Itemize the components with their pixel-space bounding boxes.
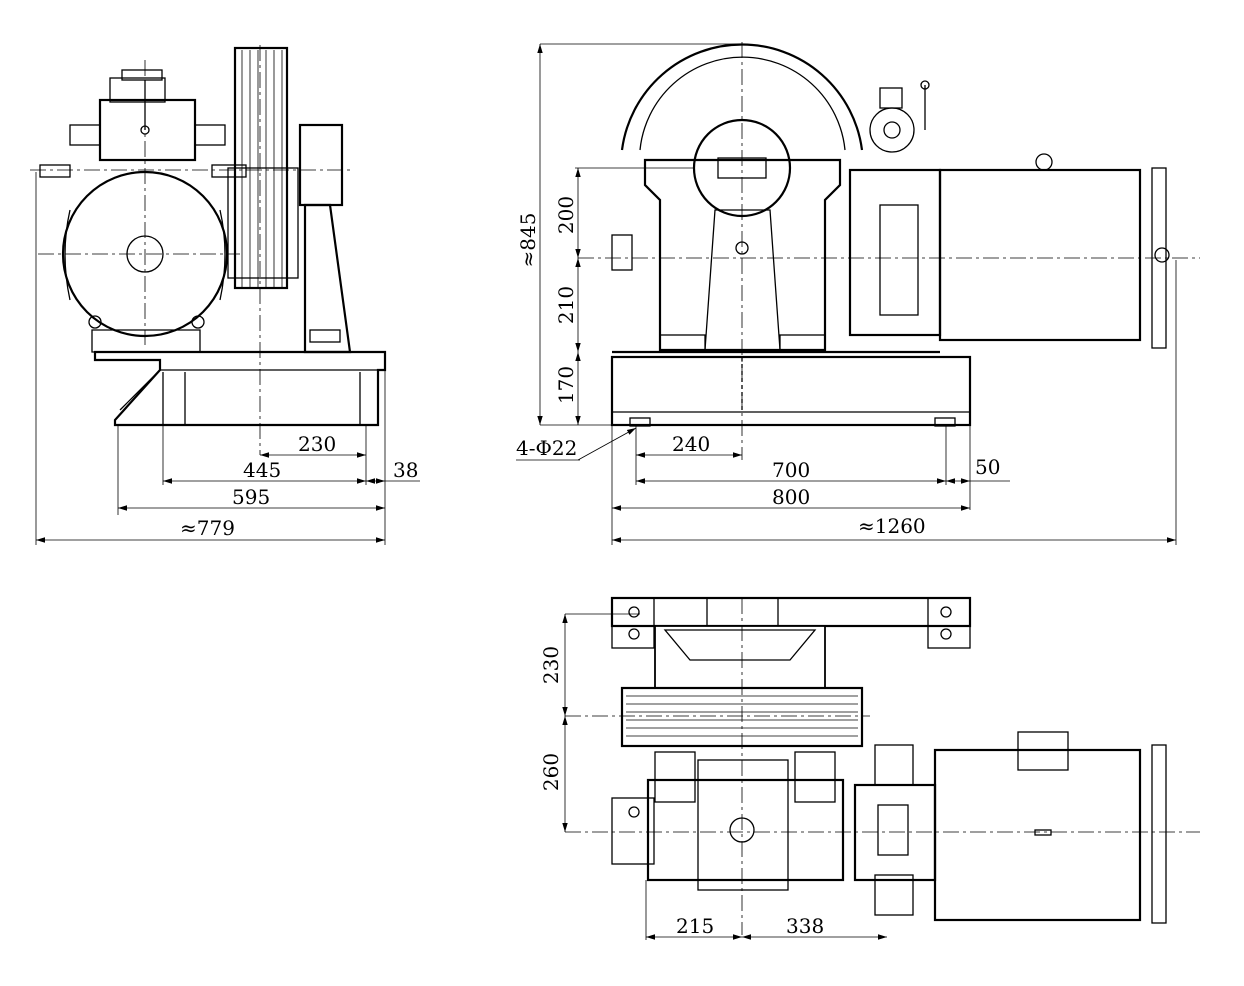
top-gearbox — [646, 751, 845, 891]
front-housing — [611, 43, 940, 354]
front-base — [610, 355, 972, 427]
side-dim-445: 445 — [243, 458, 281, 482]
top-dim-230: 230 — [539, 646, 563, 684]
front-view: ≈845 200 210 170 4-Φ22 240 700 50 800 ≈1… — [516, 42, 1200, 545]
top-dimensions — [562, 614, 887, 940]
top-motor — [933, 731, 1167, 924]
side-dimensions — [36, 452, 420, 543]
front-dimensions — [516, 44, 1176, 543]
top-dim-215: 215 — [676, 914, 714, 938]
front-dim-800: 800 — [772, 485, 810, 509]
front-dim-holes: 4-Φ22 — [516, 436, 577, 460]
front-dim-50: 50 — [975, 455, 1000, 479]
front-dim-240: 240 — [672, 432, 710, 456]
side-dim-595: 595 — [232, 485, 270, 509]
side-gearbox — [39, 69, 247, 178]
front-dim-1260: ≈1260 — [858, 514, 926, 538]
side-stand — [227, 123, 352, 354]
side-view: 230 445 38 595 ≈779 — [30, 45, 420, 545]
side-dim-230: 230 — [298, 432, 336, 456]
top-dim-338: 338 — [786, 914, 824, 938]
front-dim-170: 170 — [554, 366, 578, 404]
front-dim-700: 700 — [772, 458, 810, 482]
front-brake — [848, 80, 942, 337]
top-dim-260: 260 — [539, 753, 563, 791]
front-motor — [938, 153, 1170, 349]
front-dim-200: 200 — [554, 196, 578, 234]
side-base — [93, 350, 387, 427]
side-dim-779: ≈779 — [180, 516, 235, 540]
top-brake — [853, 744, 937, 916]
front-dim-845: ≈845 — [516, 213, 540, 268]
top-view: 230 260 215 338 — [539, 596, 1200, 940]
top-sheave — [620, 625, 864, 748]
side-dim-38: 38 — [393, 458, 418, 482]
front-dim-210: 210 — [554, 286, 578, 324]
